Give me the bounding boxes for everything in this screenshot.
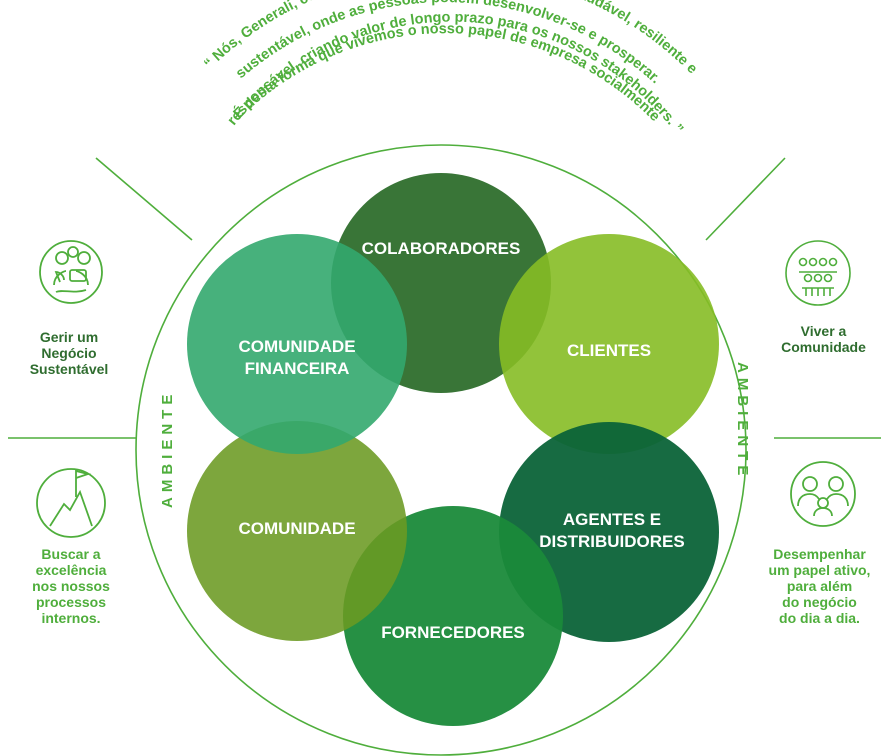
circle-comunidade-financeira xyxy=(187,234,407,454)
mountain-flag-icon xyxy=(36,468,106,538)
divider-top-right xyxy=(705,157,786,241)
divider-top-left xyxy=(95,157,193,241)
sustainable-business-icon xyxy=(39,240,103,304)
circle-clientes xyxy=(499,234,719,454)
label-comunidade-financeira-line1: COMUNIDADE xyxy=(238,337,355,356)
community-people-icon xyxy=(785,240,851,306)
label-colaboradores: COLABORADORES xyxy=(362,239,521,258)
outer-ring xyxy=(135,144,747,756)
label-comunidade: COMUNIDADE xyxy=(238,519,355,538)
label-agentes-line1: AGENTES E xyxy=(563,510,661,529)
pillar-bottom-right-text: Desempenhar um papel ativo, para além do… xyxy=(768,546,871,626)
label-fornecedores: FORNECEDORES xyxy=(381,623,525,642)
label-clientes: CLIENTES xyxy=(567,341,651,360)
pillar-top-right-text: Viver a Comunidade xyxy=(781,323,866,355)
label-agentes-line2: DISTRIBUIDORES xyxy=(539,532,684,551)
circle-comunidade xyxy=(187,421,407,641)
ambiente-label-right: AMBIENTE xyxy=(734,362,751,480)
family-icon xyxy=(790,461,856,527)
label-comunidade-financeira-line2: FINANCEIRA xyxy=(245,359,350,378)
ambiente-label-left: AMBIENTE xyxy=(159,390,176,508)
pillar-top-left-text: Gerir um Negócio Sustentável xyxy=(29,329,109,377)
pillar-bottom-left-text: Buscar a excelência nos nossos processos… xyxy=(32,546,110,626)
